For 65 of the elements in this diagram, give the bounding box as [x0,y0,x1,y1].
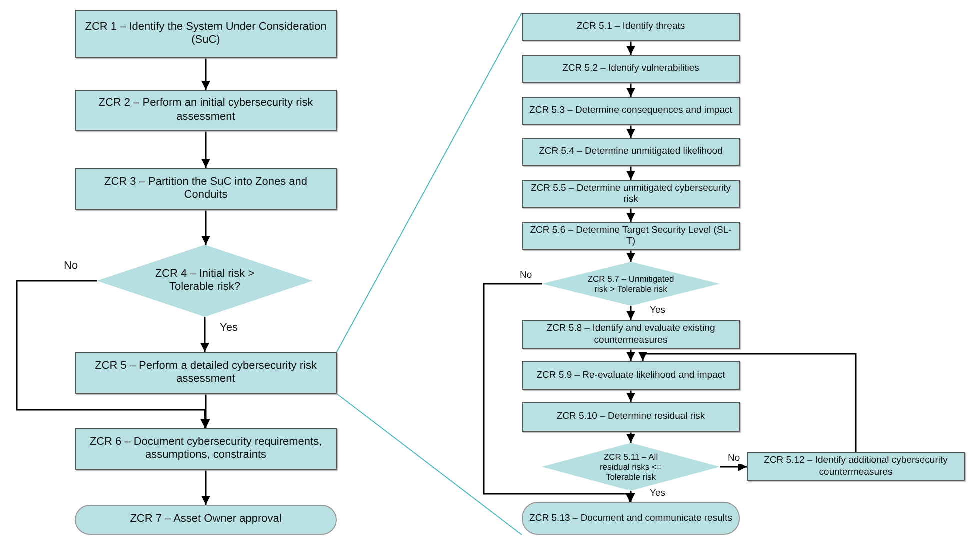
process-box [522,55,740,83]
arrow [626,349,636,361]
arrow [626,83,636,97]
step-text: ZCR 4 – Initial risk > Tolerable risk? [154,268,256,294]
arrow [200,317,210,352]
process-box [522,180,740,208]
step-text: ZCR 5.9 – Re-evaluate likelihood and impact [536,370,726,382]
arrow [202,131,210,168]
step-text: ZCR 5.7 – Unmitigated risk > Tolerable risk [586,274,676,294]
arrow [626,41,636,55]
step-text: ZCR 5.3 – Determine consequences and impact [528,105,734,117]
arrow [626,390,636,402]
arrow [626,166,636,180]
process-box [75,352,337,394]
decision-diamond [542,262,720,306]
process-box [522,361,740,390]
step-text: ZCR 6 – Document cybersecurity requirements, assumptions, constraints [88,436,324,462]
arrow [202,470,210,505]
step-text: ZCR 5.8 – Identify and evaluate existing countermeasures [546,323,716,346]
arrow [626,306,636,320]
step-text: ZCR 5 – Perform a detailed cybersecurity risk assessment [94,360,318,386]
arrow [638,352,857,452]
zoom-line [336,394,522,536]
step-text: ZCR 5.5 – Determine unmitigated cybersecurity risk [530,182,732,206]
step-text: ZCR 5.12 – Identify additional cybersecurity countermeasures [763,455,949,478]
zoom-line [336,12,522,352]
edge-label: Yes [648,489,668,500]
arrow [720,462,747,472]
edge-label: No [518,271,534,282]
step-text: ZCR 5.4 – Determine unmitigated likelihood [538,146,724,158]
terminal-box [522,502,740,535]
arrow [626,432,636,443]
step-text: ZCR 7 – Asset Owner approval [129,513,283,527]
step-text: ZCR 1 – Identify the System Under Consideration (SuC) [84,20,328,48]
step-text: ZCR 3 – Partition the SuC into Zones and Conduits [104,176,308,202]
arrow [202,58,210,90]
process-box [747,452,965,481]
arrow [626,250,636,262]
arrow [202,210,210,245]
process-box [522,222,740,250]
process-box [522,402,740,432]
arrow [626,125,636,138]
edge-label: No [62,260,80,272]
process-box [522,97,740,125]
process-box [75,90,337,131]
process-box [522,138,740,166]
arrow [626,208,636,222]
edge-label: Yes [218,322,240,334]
step-text: ZCR 5.6 – Determine Target Security Level (SL-T) [529,224,733,248]
process-box [75,10,337,58]
decision-diamond [542,443,720,491]
edge-label: Yes [648,306,668,316]
process-box [75,168,337,210]
step-text: ZCR 5.1 – Identify threats [576,21,686,33]
step-text: ZCR 5.10 – Determine residual risk [556,411,706,423]
step-text: ZCR 5.11 – All residual risks <= Tolerable risk [599,452,663,482]
process-box [522,320,740,349]
edge-label: No [726,454,742,464]
terminal-box [75,505,337,535]
step-text: ZCR 5.13 – Document and communicate results [528,512,734,524]
process-box [522,13,740,41]
decision-diamond [97,245,313,317]
step-text: ZCR 2 – Perform an initial cybersecurity risk assessment [98,97,314,124]
step-text: ZCR 5.2 – Identify vulnerabilities [562,63,700,75]
process-box [75,428,337,470]
